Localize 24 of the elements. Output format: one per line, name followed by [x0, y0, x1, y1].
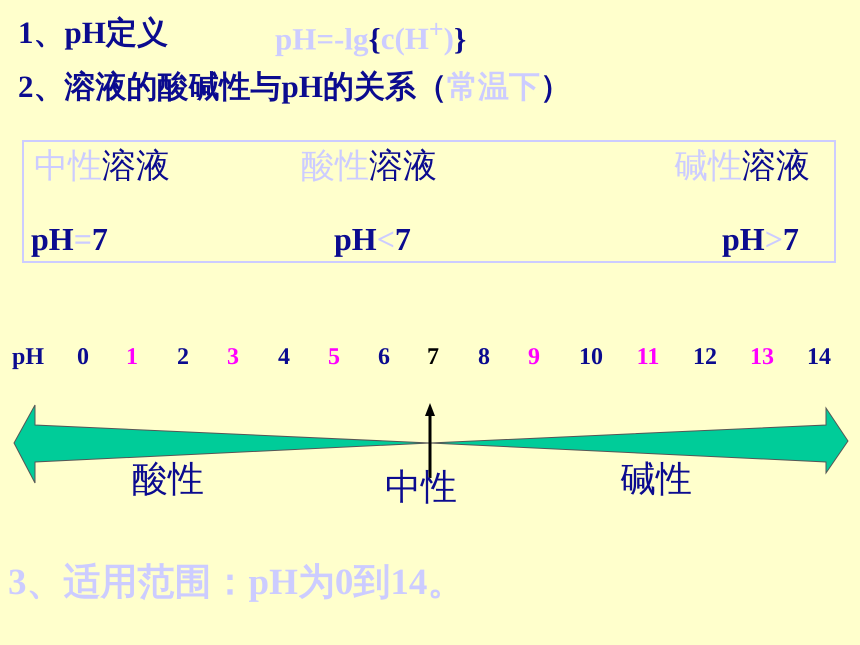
scale-number: 8: [477, 344, 491, 370]
scale-number: 10: [578, 344, 604, 370]
ph-condition: pH=7: [31, 222, 108, 258]
ph-condition: pH>7: [722, 222, 799, 258]
region-label: 碱性: [620, 460, 692, 500]
scale-number: 3: [226, 344, 240, 370]
scale-number: 6: [377, 344, 391, 370]
ph-condition: pH<7: [334, 222, 411, 258]
axis-label: pH: [10, 344, 45, 370]
scale-number: 9: [527, 344, 541, 370]
scale-number: 12: [692, 344, 718, 370]
region-label: 中性: [385, 468, 457, 508]
scale-number: 11: [636, 344, 660, 370]
scale-number: 0: [76, 344, 90, 370]
comparison-box: [22, 140, 836, 263]
scale-number: 1: [125, 344, 139, 370]
scale-number: 14: [806, 344, 832, 370]
scale-number: 2: [176, 344, 190, 370]
scale-number: 7: [426, 344, 440, 370]
scale-number: 5: [327, 344, 341, 370]
scale-number: 13: [749, 344, 775, 370]
scale-number: 4: [277, 344, 291, 370]
region-label: 酸性: [132, 460, 204, 500]
heading: 1、pH定义: [18, 16, 168, 50]
